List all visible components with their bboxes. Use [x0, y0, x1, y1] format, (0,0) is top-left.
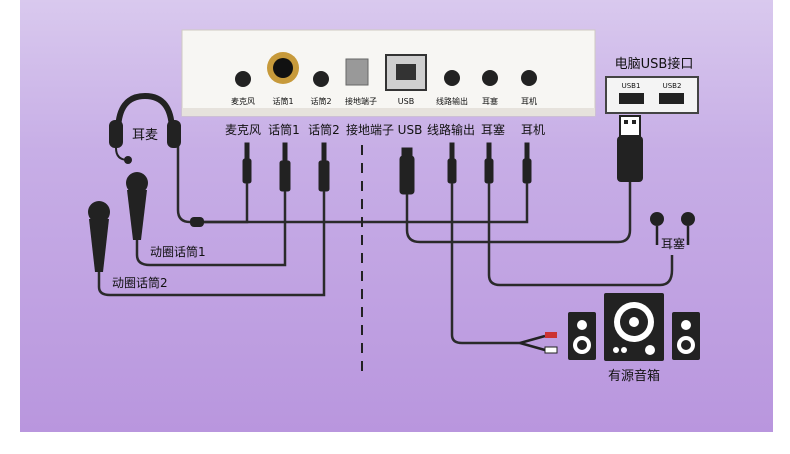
- usb-b-plug: [399, 147, 415, 195]
- sound-card-device: 麦克风 话筒1 话筒2 接地端子 USB 线路输出 耳塞 耳机: [181, 29, 596, 117]
- connector-label: 话筒2: [308, 122, 340, 137]
- speakers-label: 有源音箱: [608, 368, 660, 384]
- mic-port: [235, 71, 251, 87]
- mic1-label: 动圈话筒1: [150, 244, 206, 259]
- cables: [97, 140, 674, 345]
- headset-icon: 耳麦: [109, 92, 181, 164]
- connector-label: 线路输出: [427, 122, 475, 137]
- connector-label: 耳塞: [481, 122, 505, 137]
- ground-terminal: [345, 58, 369, 86]
- usb-b-port: [385, 54, 427, 91]
- headset-headphone-cable: [200, 183, 529, 224]
- port-label: USB: [398, 97, 414, 106]
- port-label: 话筒1: [272, 96, 293, 106]
- jack-plug: [318, 142, 330, 192]
- connector-label: 麦克风: [225, 123, 261, 137]
- usb-slot: [619, 93, 644, 104]
- headset-label: 耳麦: [132, 128, 158, 143]
- line-out-cable: [450, 183, 520, 345]
- speakers-icon: 有源音箱: [519, 293, 700, 384]
- mic2-port: [313, 71, 329, 87]
- port-label: 话筒2: [310, 96, 331, 106]
- port-label: 耳塞: [482, 96, 498, 106]
- connector-label: USB: [398, 123, 423, 137]
- earbud-cable: [487, 183, 674, 287]
- connector-label-row: 麦克风 话筒1 话筒2 接地端子 USB 线路输出 耳塞 耳机: [225, 122, 545, 137]
- rca-plug: [519, 334, 546, 352]
- port-label: 耳机: [521, 96, 537, 106]
- earbuds-label: 耳塞: [661, 236, 685, 251]
- earbud-port: [482, 70, 498, 86]
- jack-plug: [447, 142, 457, 184]
- ferrite-bead: [190, 217, 204, 227]
- line-out-port: [444, 70, 460, 86]
- jack-plug: [279, 142, 291, 192]
- port-label: 麦克风: [231, 96, 255, 106]
- pc-usb-title: 电脑USB接口: [615, 56, 694, 72]
- usb-cable: [405, 182, 632, 244]
- connector-label: 接地端子: [346, 122, 394, 137]
- connector-label: 耳机: [521, 123, 545, 137]
- pc-usb-port: 电脑USB接口 USB1 USB2: [605, 56, 699, 182]
- mic1-icon: 动圈话筒1: [126, 172, 206, 259]
- mic2-icon: 动圈话筒2: [88, 201, 168, 290]
- jack-plug: [522, 142, 532, 184]
- port-label: 线路输出: [436, 96, 468, 106]
- headset-cable: [176, 140, 249, 224]
- mic2-cable: [97, 191, 326, 297]
- earbuds-icon: 耳塞: [650, 212, 695, 251]
- usb-slot: [659, 93, 684, 104]
- jack-plug: [242, 142, 252, 184]
- usb-port-label: USB2: [663, 82, 682, 90]
- usb-port-label: USB1: [622, 82, 641, 90]
- jack-plug: [484, 142, 494, 184]
- mic2-label: 动圈话筒2: [112, 275, 168, 290]
- port-label: 接地端子: [345, 96, 377, 106]
- mic1-cable: [135, 191, 287, 267]
- headphone-port: [521, 70, 537, 86]
- connector-label: 话筒1: [268, 122, 300, 137]
- jack-plugs: [242, 142, 532, 195]
